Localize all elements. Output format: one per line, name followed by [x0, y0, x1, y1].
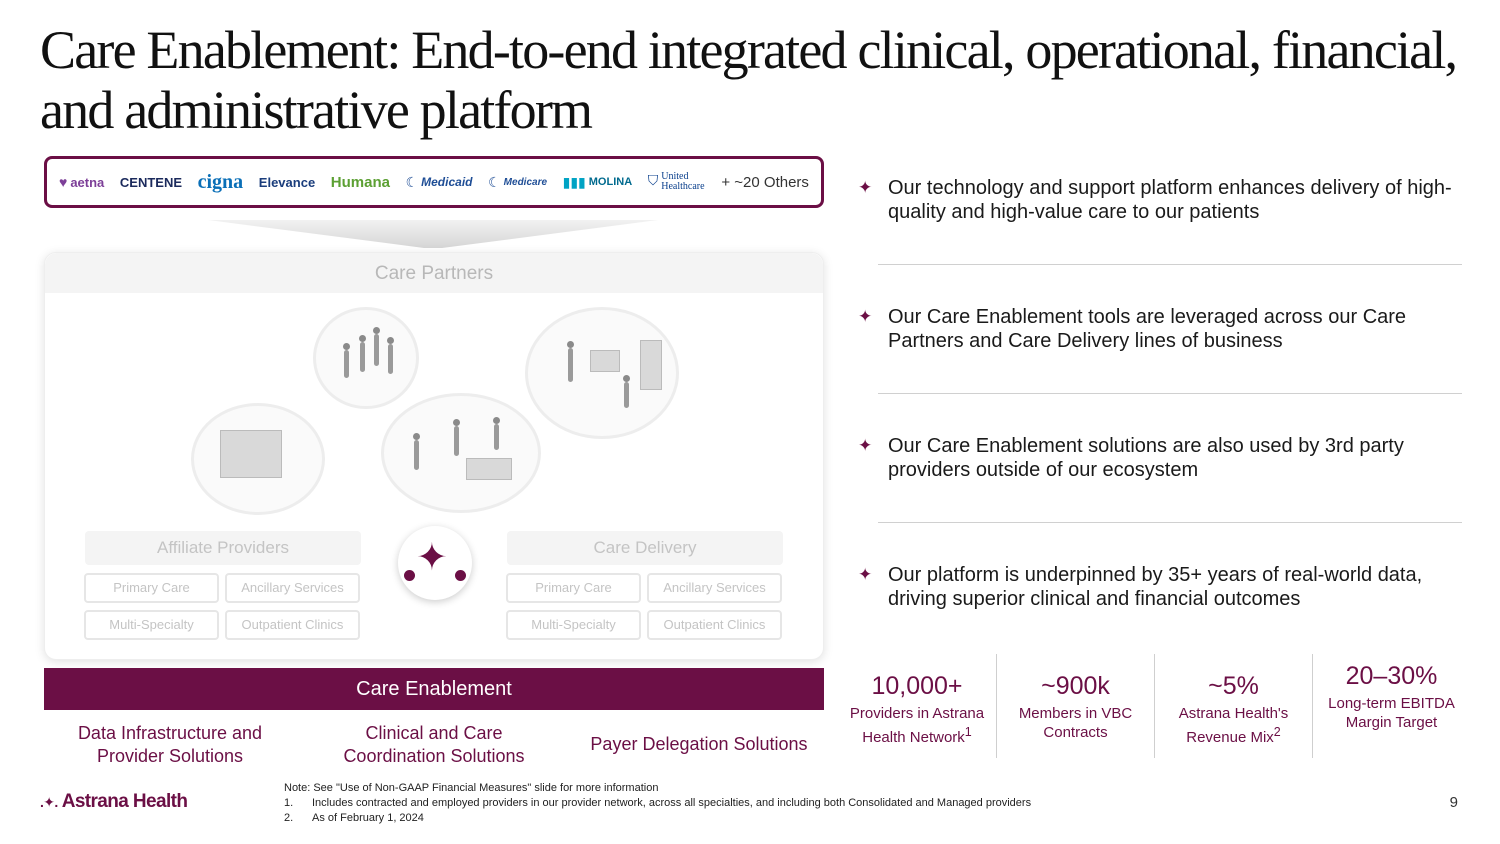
- sparkle-icon: .✦.: [40, 794, 58, 810]
- shield-icon: ⛉: [647, 174, 659, 189]
- payer-medicare: ☾Medicare: [488, 173, 548, 190]
- payer-centene: CENTENE: [119, 174, 183, 190]
- care-partners-heading: Care Partners: [45, 253, 823, 293]
- stat-value: 20–30%: [1345, 662, 1438, 690]
- divider: [878, 393, 1462, 394]
- people-icon: ▮▮▮: [562, 173, 586, 190]
- sparkle-bullet-icon: ✦: [858, 307, 873, 326]
- stat-value: 10,000+: [871, 672, 963, 700]
- footnotes: Note: See "Use of Non-GAAP Financial Mea…: [284, 781, 1031, 826]
- heart-icon: ♥: [59, 174, 68, 190]
- affiliate-chip-ancillary-services: Ancillary Services: [225, 573, 360, 603]
- payer-united-healthcare: ⛉United Healthcare: [647, 171, 705, 192]
- payer-molina: ▮▮▮MOLINA: [562, 173, 633, 190]
- stat-label: Long-term EBITDA Margin Target: [1328, 695, 1455, 731]
- bullet-3: ✦Our Care Enablement solutions are also …: [858, 435, 1404, 481]
- payer-logos-bar: ♥aetna CENTENE cigna Elevance Humana ☾Me…: [44, 156, 824, 208]
- affiliate-chip-primary-care: Primary Care: [84, 573, 219, 603]
- payer-aetna: ♥aetna: [59, 174, 105, 190]
- sparkle-bullet-icon: ✦: [858, 565, 873, 584]
- team-illustration: [313, 307, 419, 409]
- care-enablement-bar: Care Enablement: [44, 668, 824, 710]
- payer-humana: Humana: [330, 173, 390, 191]
- dot-right: [455, 570, 466, 581]
- footnote-1: 1.Includes contracted and employed provi…: [284, 797, 1032, 809]
- solution-data-infrastructure: Data Infrastructure and Provider Solutio…: [77, 723, 263, 766]
- delivery-chip-outpatient-clinics: Outpatient Clinics: [647, 610, 782, 640]
- footnote-2: 2.As of February 1, 2024: [284, 812, 424, 824]
- payer-elevance: Elevance: [258, 174, 316, 190]
- affiliate-providers-heading: Affiliate Providers: [85, 531, 361, 565]
- stat-label: Members in VBC Contracts: [1018, 705, 1133, 741]
- affiliate-chip-outpatient-clinics: Outpatient Clinics: [225, 610, 360, 640]
- astrana-logo: .✦. Astrana Health: [40, 791, 188, 812]
- sparkle-bullet-icon: ✦: [858, 436, 873, 455]
- stat-providers: 10,000+ Providers in Astrana Health Netw…: [838, 654, 996, 758]
- divider: [878, 522, 1462, 523]
- sparkle-bullet-icon: ✦: [858, 178, 873, 197]
- note-non-gaap: Note: See "Use of Non-GAAP Financial Mea…: [284, 782, 659, 794]
- stat-label: Astrana Health's Revenue Mix2: [1178, 705, 1289, 746]
- stat-label: Providers in Astrana Health Network1: [849, 705, 985, 746]
- astrana-star-icon: ✦: [398, 526, 472, 600]
- delivery-chip-multi-specialty: Multi-Specialty: [506, 610, 641, 640]
- doctor-office-illustration: [525, 307, 679, 439]
- payer-others: + ~20 Others: [721, 173, 809, 191]
- sparkle-icon: ✦: [416, 537, 448, 579]
- payer-cigna: cigna: [197, 170, 244, 193]
- affiliate-chip-multi-specialty: Multi-Specialty: [84, 610, 219, 640]
- key-stats: 10,000+ Providers in Astrana Health Netw…: [838, 654, 1470, 758]
- stat-value: ~5%: [1208, 672, 1259, 700]
- clinic-illustration: [381, 393, 541, 513]
- page-number: 9: [1449, 794, 1458, 811]
- care-partners-panel: Care Partners Affiliate Providers Primar…: [44, 252, 824, 660]
- delivery-chip-primary-care: Primary Care: [506, 573, 641, 603]
- delivery-chip-ancillary-services: Ancillary Services: [647, 573, 782, 603]
- stat-members: ~900k Members in VBC Contracts: [996, 654, 1154, 758]
- solution-clinical-coordination: Clinical and Care Coordination Solutions: [343, 723, 525, 766]
- stat-revenue-mix: ~5% Astrana Health's Revenue Mix2: [1154, 654, 1312, 758]
- funnel-arrow: [208, 220, 658, 248]
- care-delivery-heading: Care Delivery: [507, 531, 783, 565]
- hospital-illustration: [191, 403, 325, 515]
- divider: [878, 264, 1462, 265]
- hospital-building: [220, 430, 282, 478]
- stat-value: ~900k: [1041, 672, 1110, 700]
- payer-medicaid: ☾Medicaid: [405, 173, 473, 190]
- bullet-4: ✦Our platform is underpinned by 35+ year…: [858, 564, 1423, 610]
- dot-left: [404, 570, 415, 581]
- bullet-2: ✦Our Care Enablement tools are leveraged…: [858, 306, 1407, 352]
- swoosh-icon: ☾: [488, 173, 501, 190]
- slide-title: Care Enablement: End-to-end integrated c…: [40, 20, 1458, 140]
- solution-payer-delegation: Payer Delegation Solutions: [590, 734, 808, 754]
- swoosh-icon: ☾: [405, 173, 419, 190]
- bullet-1: ✦Our technology and support platform enh…: [858, 177, 1452, 223]
- stat-ebitda-margin: 20–30% Long-term EBITDA Margin Target: [1312, 654, 1470, 758]
